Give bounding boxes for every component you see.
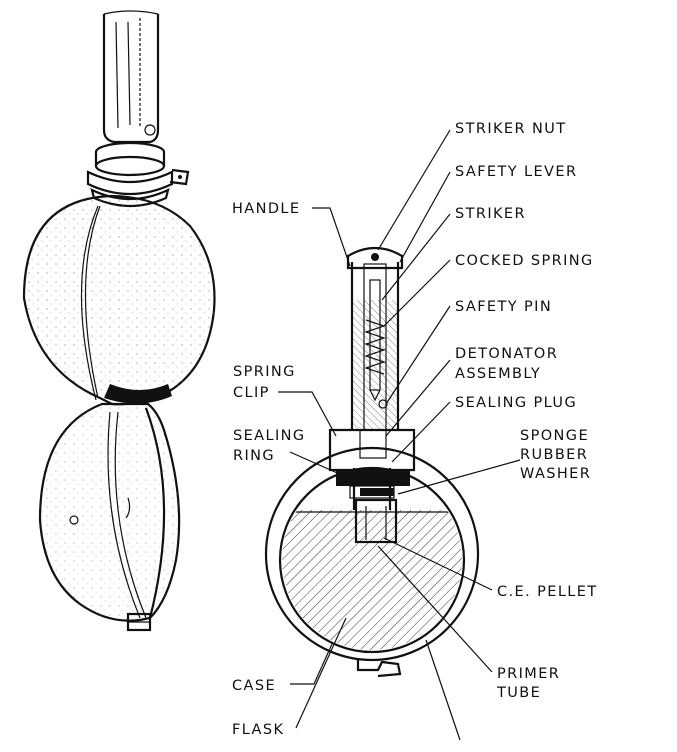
exterior-lower-hemisphere	[38, 402, 181, 632]
label-spring-clip-line1: SPRING	[233, 364, 296, 380]
exterior-upper-hemisphere	[22, 194, 216, 406]
label-sealing-ring-line2: RING	[233, 448, 275, 464]
label-cocked-spring: COCKED SPRING	[455, 253, 594, 269]
primer-tube-body	[354, 498, 398, 544]
flask-outline	[278, 466, 466, 654]
sealing-plug-part	[328, 428, 416, 472]
striker-nut-part	[346, 246, 404, 270]
label-sponge-line3: WASHER	[520, 466, 591, 482]
label-sponge-line2: RUBBER	[520, 447, 588, 463]
label-detonator-line1: DETONATOR	[455, 346, 558, 362]
label-striker-nut: STRIKER NUT	[455, 121, 566, 137]
base-clip	[356, 660, 402, 678]
label-flask: FLASK	[232, 722, 284, 738]
case-outline	[264, 446, 480, 662]
label-primer-line2: TUBE	[496, 685, 541, 701]
filler-charge	[282, 510, 462, 650]
label-safety-pin: SAFETY PIN	[455, 299, 552, 315]
exterior-grenade-view	[22, 10, 216, 632]
cocked-spring-part	[364, 319, 386, 375]
label-sealing-ring-line1: SEALING	[233, 428, 306, 444]
callout-labels: STRIKER NUT SAFETY LEVER HANDLE STRIKER …	[232, 121, 598, 738]
label-sponge-line1: SPONGE	[520, 428, 589, 444]
label-ce-pellet: C.E. PELLET	[497, 584, 598, 600]
label-sealing-plug: SEALING PLUG	[455, 395, 577, 411]
label-detonator-line2: ASSEMBLY	[455, 366, 541, 382]
cross-section-view	[264, 246, 480, 678]
exterior-handle	[102, 10, 160, 144]
label-spring-clip-line2: CLIP	[233, 385, 270, 401]
label-striker: STRIKER	[455, 206, 526, 222]
exterior-collar	[86, 141, 190, 208]
label-case: CASE	[232, 678, 276, 694]
leader-lines	[278, 129, 521, 741]
sealing-ring-part	[336, 470, 410, 486]
label-handle: HANDLE	[232, 201, 300, 217]
label-safety-lever: SAFETY LEVER	[455, 164, 577, 180]
label-primer-line1: PRIMER	[497, 666, 560, 682]
